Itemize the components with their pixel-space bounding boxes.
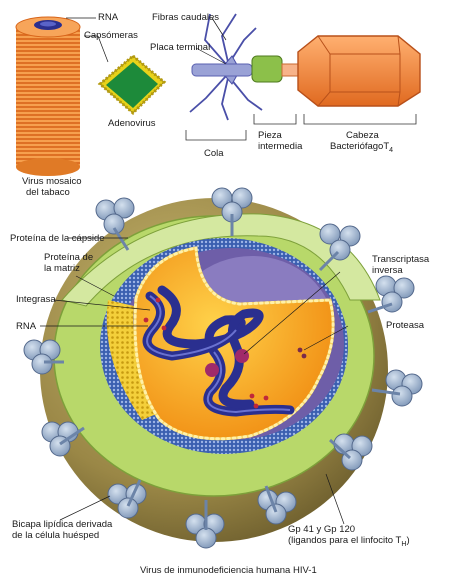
label-rna-tmv: RNA <box>98 12 119 23</box>
label-cabeza: Cabeza <box>346 130 379 141</box>
label-proteina-matriz-line1: Proteína de <box>44 252 94 263</box>
figure-caption: Virus de inmunodeficiencia humana HIV-1 <box>140 565 317 576</box>
label-tmv-line1: Virus mosaico <box>22 176 82 187</box>
label-bicapa-line1: Bicapa lipídica derivada <box>12 519 113 530</box>
label-gp-line1: Gp 41 y Gp 120 <box>288 524 356 535</box>
integrase <box>155 297 161 303</box>
label-transcriptasa-line1: Transcriptasa <box>372 254 430 265</box>
gp-stalks <box>44 214 401 530</box>
hiv-virion <box>23 187 423 549</box>
tobacco-mosaic-virus <box>15 16 81 176</box>
phage-head <box>297 35 421 107</box>
label-adenovirus: Adenovirus <box>108 118 156 129</box>
gp-knob <box>375 275 415 313</box>
label-proteina-capside: Proteína de la cápside <box>10 233 105 244</box>
rna-highlights <box>146 295 291 414</box>
label-bacteriofago-t4: BacteriófagoT4 <box>330 141 394 154</box>
phage-brackets <box>185 114 417 141</box>
gp-knob <box>95 197 135 235</box>
label-gp-line2: (ligandos para el linfocito TH) <box>288 535 410 548</box>
adenovirus <box>97 54 167 116</box>
label-transcriptasa-line2: inversa <box>372 265 403 276</box>
label-tmv-line2: del tabaco <box>26 187 70 198</box>
gp-knob <box>257 489 297 525</box>
label-cola: Cola <box>204 148 224 159</box>
gp-line2-subscript: H <box>401 541 407 548</box>
protease <box>297 347 303 353</box>
label-capsomeras: Capsómeras <box>84 30 138 41</box>
tail-fibers <box>189 13 263 121</box>
bacteriofago-t: T <box>383 141 390 152</box>
label-fibras-caudales: Fibras caudales <box>152 12 220 23</box>
gp-knob <box>185 513 225 549</box>
bacteriofago-text: Bacteriófago <box>330 141 384 152</box>
bacteriofago-subscript: 4 <box>389 147 394 154</box>
gp-knob <box>23 339 61 375</box>
label-integrasa: Integrasa <box>16 294 56 305</box>
label-placa-terminal: Placa terminal <box>150 42 211 53</box>
gp-knob <box>385 369 423 407</box>
phage-tail <box>191 63 253 77</box>
gp-line2-pre: (ligandos para el linfocito T <box>288 535 402 546</box>
leader-lines <box>40 17 349 525</box>
label-pieza-line1: Pieza <box>258 130 282 141</box>
label-bicapa-line2: de la célula huésped <box>12 530 100 541</box>
label-pieza-line2: intermedia <box>258 141 303 152</box>
bacteriophage-t4 <box>185 13 421 141</box>
phage-collar <box>251 55 283 83</box>
label-rna-hiv: RNA <box>16 321 37 332</box>
label-proteasa: Proteasa <box>386 320 425 331</box>
gp-line2-post: ) <box>406 535 410 546</box>
label-proteina-matriz-line2: la matriz <box>44 263 80 274</box>
